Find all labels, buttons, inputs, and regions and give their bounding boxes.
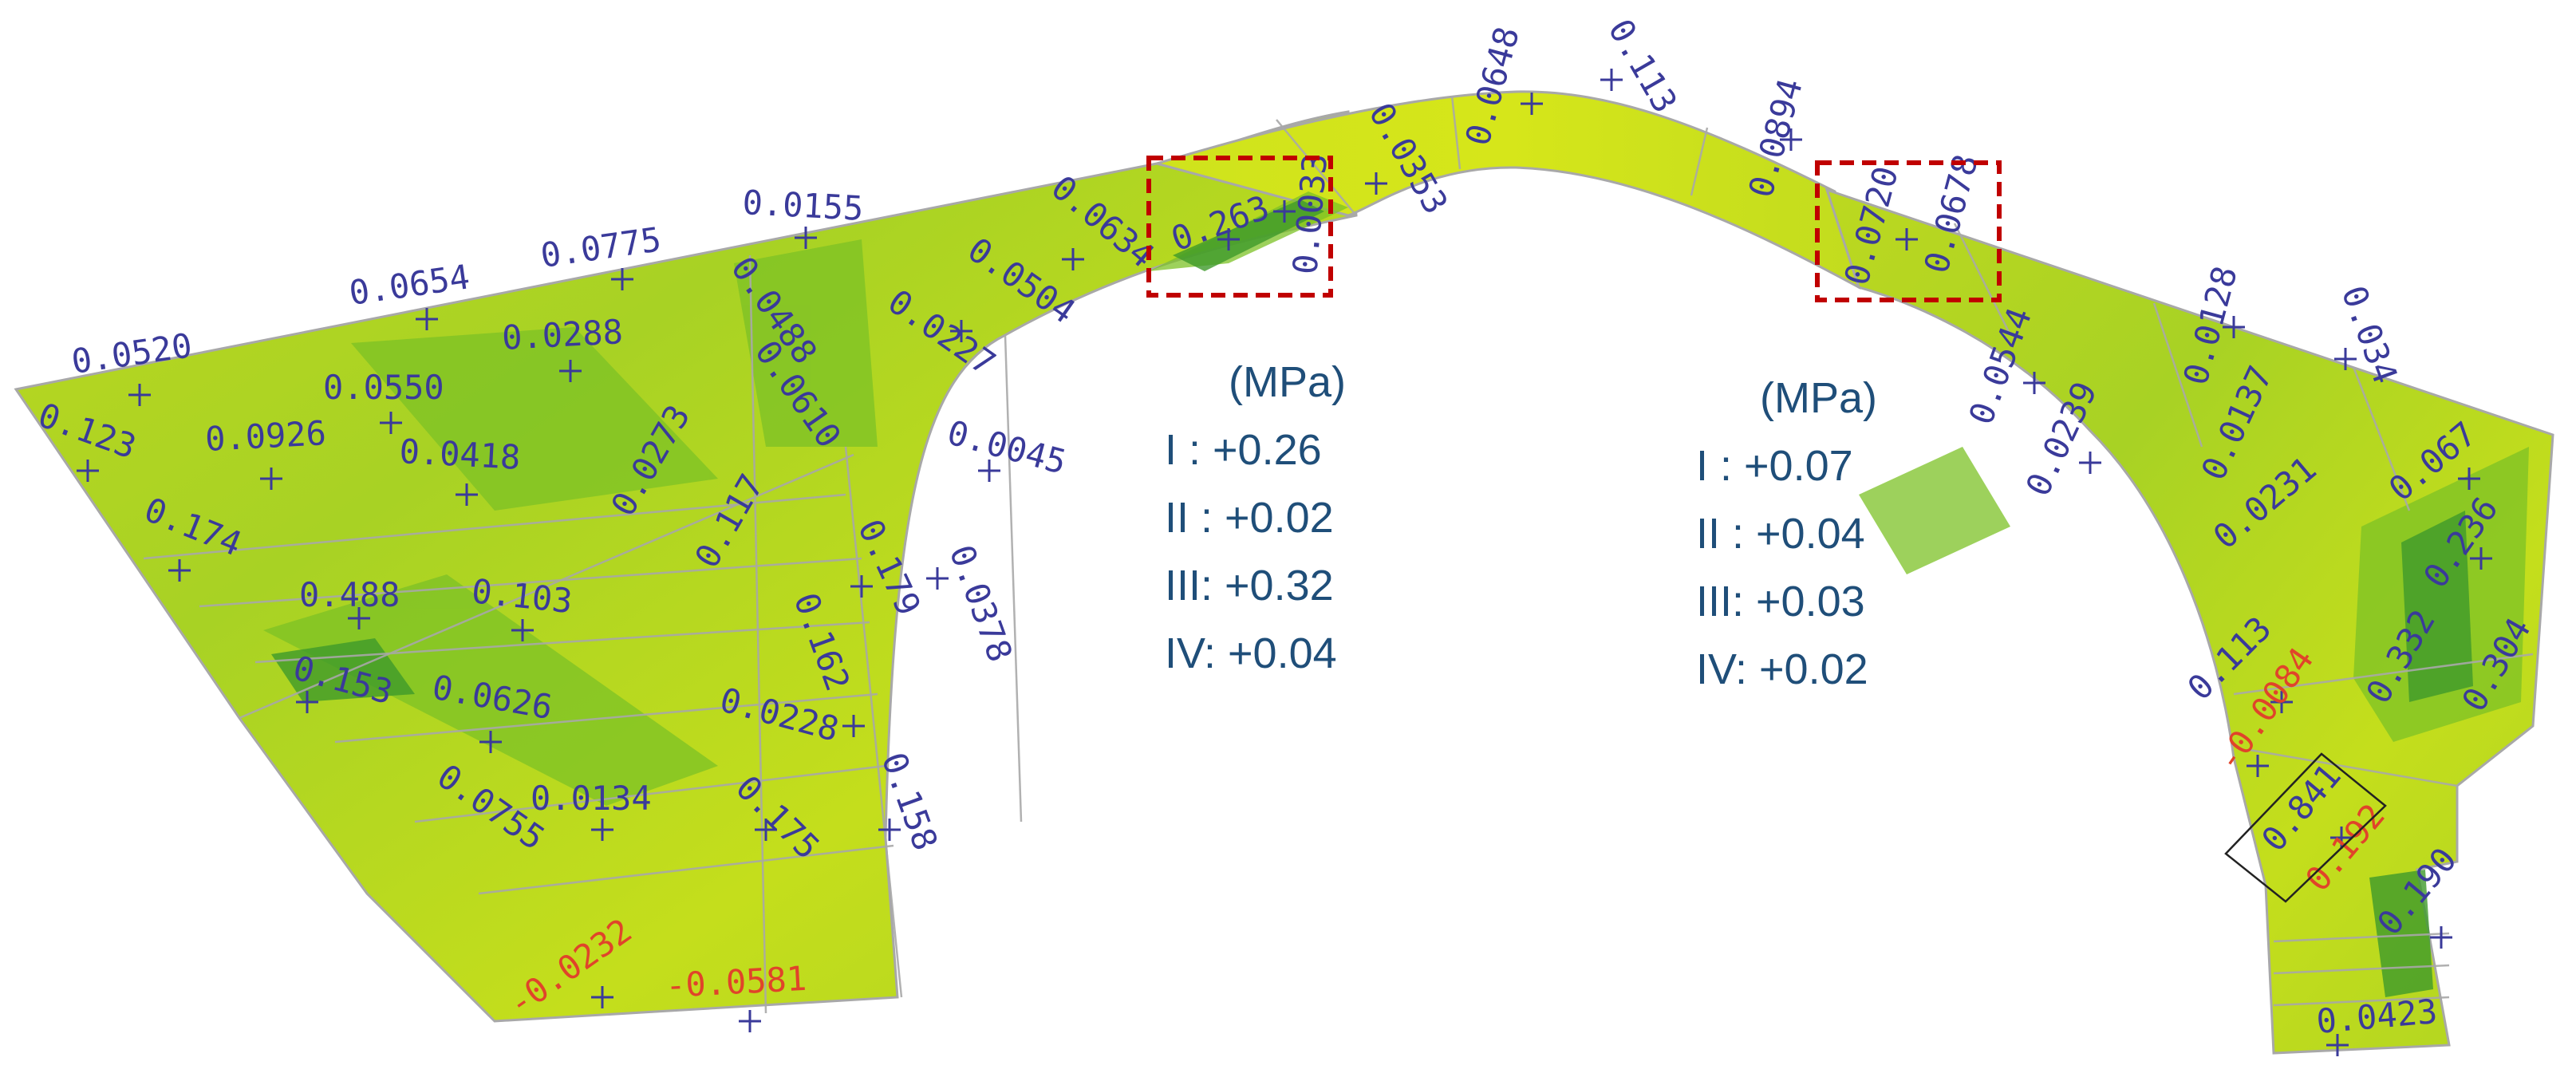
node-marker: [456, 483, 478, 506]
stress-label: 0.0239: [2018, 376, 2105, 502]
node-marker: [850, 575, 873, 598]
node-marker: [739, 1010, 761, 1032]
darkest-stress-zones: [271, 199, 2473, 997]
stress-summary-left: (MPa) I : +0.26 II : +0.02 III: +0.32 IV…: [1165, 349, 1346, 688]
right-wing: [1825, 187, 2554, 1055]
arch-band: [1152, 90, 1861, 290]
stress-label: 0.0155: [741, 183, 864, 228]
unit-label: (MPa): [1229, 358, 1346, 406]
stress-row: I : +0.07: [1696, 442, 1853, 490]
stress-label: 0.0045: [943, 412, 1070, 482]
node-marker: [2023, 372, 2045, 394]
stress-label: 0.0288: [501, 312, 624, 357]
node-marker: [260, 468, 282, 490]
node-marker: [1365, 172, 1387, 195]
node-marker: [1521, 93, 1543, 115]
node-marker: [479, 731, 502, 753]
node-marker: [2326, 1034, 2349, 1056]
stress-row: IV: +0.04: [1165, 629, 1337, 677]
node-marker: [128, 384, 151, 406]
stress-row: II : +0.02: [1165, 494, 1334, 542]
node-marker: [978, 460, 1000, 482]
node-marker: [2334, 348, 2357, 370]
node-marker: [591, 819, 613, 841]
node-marker: [611, 268, 633, 290]
node-marker: [168, 559, 191, 582]
node-marker: [416, 308, 438, 330]
highlight-box-left: [1146, 156, 1333, 298]
label-box: [2224, 752, 2387, 903]
node-marker: [2470, 547, 2492, 570]
node-marker: [1896, 228, 1918, 251]
node-marker: [755, 819, 777, 841]
stress-label: 0.0926: [204, 413, 327, 459]
stress-summary-right: (MPa) I : +0.07 II : +0.04 III: +0.03 IV…: [1696, 365, 1877, 704]
node-marker: [950, 320, 972, 342]
node-markers: [77, 69, 2492, 1056]
stress-label: 0.0418: [398, 432, 521, 477]
node-marker: [2270, 691, 2293, 713]
node-marker: [380, 412, 402, 434]
node-marker: [2458, 468, 2480, 490]
node-marker: [296, 691, 318, 713]
node-marker: [2223, 316, 2245, 338]
node-marker: [1780, 128, 1802, 151]
node-marker: [1217, 228, 1240, 251]
stress-label: 0.0550: [323, 368, 444, 407]
stress-row: III: +0.03: [1696, 578, 1865, 625]
stress-row: III: +0.32: [1165, 562, 1334, 610]
node-marker: [511, 619, 534, 641]
node-marker: [1600, 69, 1623, 91]
node-marker: [348, 607, 370, 629]
unit-label: (MPa): [1760, 374, 1877, 422]
node-marker: [2430, 926, 2452, 949]
highlight-box-right: [1815, 160, 2002, 302]
node-marker: [2330, 827, 2353, 849]
node-marker: [842, 715, 865, 737]
node-marker: [926, 567, 949, 590]
stress-label: 0.0134: [531, 779, 652, 818]
node-marker: [77, 460, 99, 482]
mesh-lines: [143, 95, 2534, 1014]
node-marker: [559, 360, 582, 382]
stress-label: 0.0378: [942, 540, 1020, 667]
stress-row: I : +0.26: [1165, 426, 1322, 474]
stress-label-negative: -0.0581: [665, 959, 807, 1005]
node-marker: [878, 819, 901, 841]
structure-model: [14, 90, 2554, 1055]
node-marker: [2247, 755, 2269, 777]
node-marker: [2079, 452, 2101, 474]
stress-row: IV: +0.02: [1696, 645, 1868, 693]
node-marker: [795, 227, 817, 249]
stress-label: 0.488: [299, 575, 400, 614]
node-marker: [1273, 200, 1296, 223]
node-marker: [1062, 248, 1084, 270]
stress-row: II : +0.04: [1696, 510, 1865, 558]
node-marker: [591, 986, 613, 1008]
